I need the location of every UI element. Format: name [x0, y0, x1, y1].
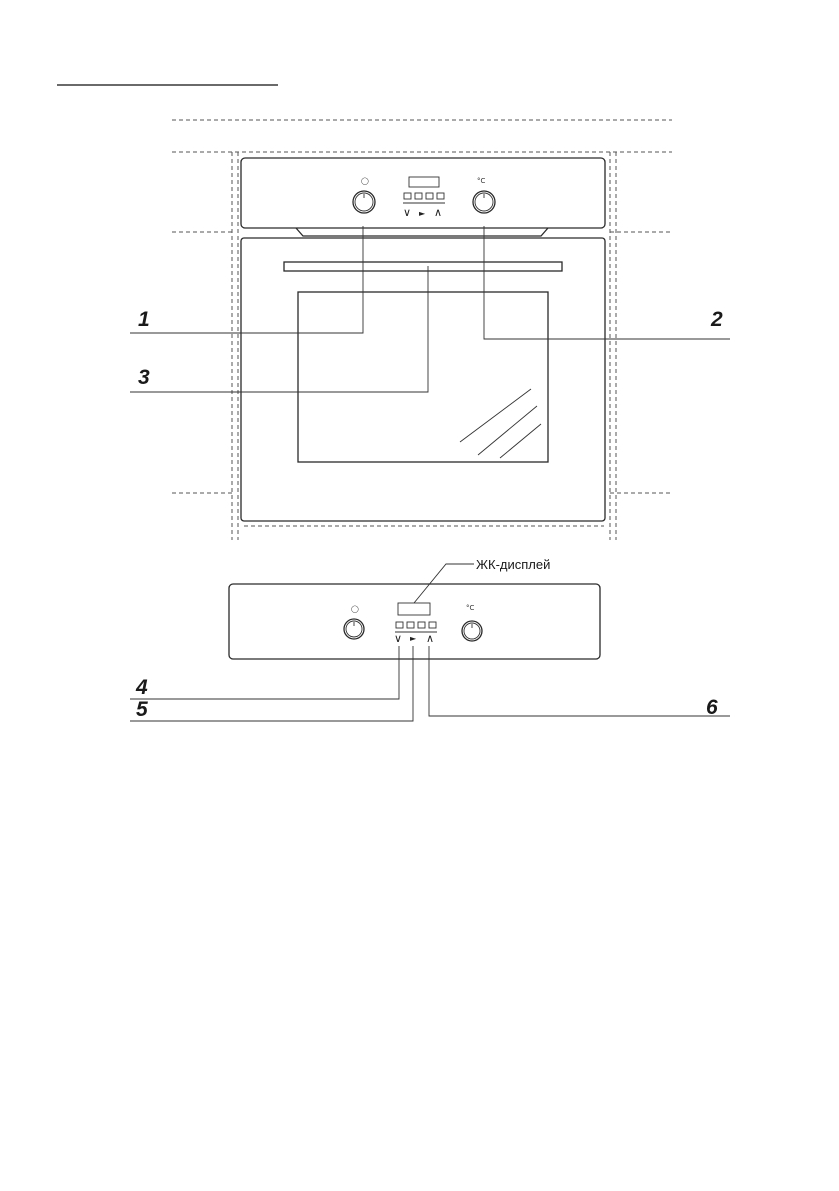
down-button[interactable]: ∨: [394, 632, 402, 645]
clock-icon: [418, 622, 425, 628]
top-lcd-display: [409, 177, 439, 187]
door-window: [298, 292, 548, 462]
glass-reflection: [460, 389, 541, 458]
detail-icon-buttons: [395, 622, 437, 632]
left-knob[interactable]: [353, 191, 375, 213]
left-knob-symbol: ◯: [361, 177, 369, 185]
callout-3: 3: [138, 366, 150, 389]
leader-lines-top: [130, 226, 730, 392]
detail-right-knob[interactable]: [462, 621, 482, 641]
mode-icon: [407, 622, 414, 628]
oven-door: [241, 238, 605, 521]
callout-5: 5: [136, 698, 148, 721]
top-icon-buttons: [403, 193, 445, 203]
top-down-button[interactable]: ∨: [403, 206, 411, 219]
right-knob[interactable]: [473, 191, 495, 213]
end-icon: [429, 622, 436, 628]
callout-6: 6: [706, 696, 718, 719]
lcd-label: ЖК-дисплей: [476, 557, 550, 572]
lcd-display: [398, 603, 430, 615]
detail-left-knob-symbol: ◯: [351, 605, 359, 613]
callout-1: 1: [138, 308, 150, 331]
door-handle[interactable]: [284, 262, 562, 271]
timer-icon: [396, 622, 403, 628]
detail-right-knob-symbol: °C: [466, 604, 475, 612]
detail-control-panel: [229, 584, 600, 659]
right-knob-symbol: °C: [477, 177, 486, 185]
niche-outline: [172, 120, 672, 540]
top-up-button[interactable]: ∧: [434, 206, 442, 219]
play-button[interactable]: ►: [410, 634, 417, 643]
panel-trim: [296, 228, 548, 236]
detail-left-knob[interactable]: [344, 619, 364, 639]
up-button[interactable]: ∧: [426, 632, 434, 645]
top-play-button[interactable]: ►: [419, 209, 426, 218]
callout-2: 2: [710, 308, 723, 331]
leader-lines-bottom: [130, 646, 730, 721]
callout-4: 4: [135, 676, 148, 699]
